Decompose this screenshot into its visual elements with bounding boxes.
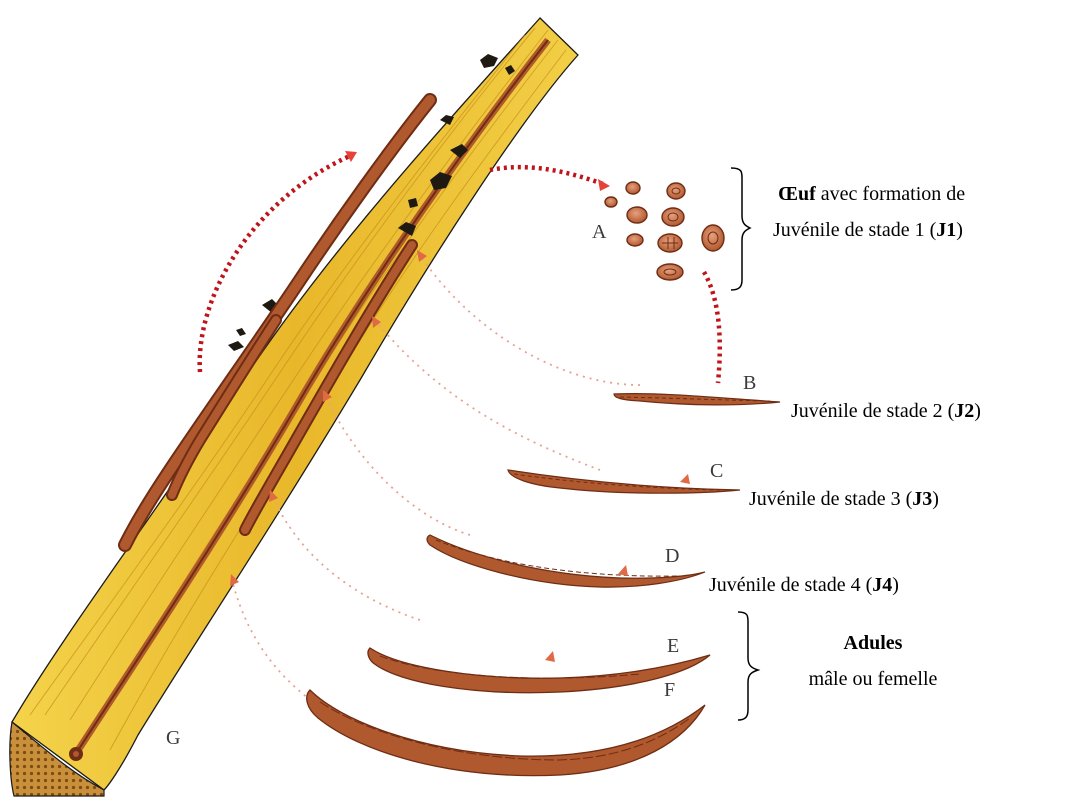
caption-j4: Juvénile de stade 4 (J4) [709,574,899,596]
stage-label-a: A [592,221,607,243]
caption-j3-pre: Juvénile de stade 3 ( [749,488,913,510]
caption-egg-line2: Juvénile de stade 1 (J1) [773,219,963,241]
stage-label-d: D [665,545,679,567]
caption-egg-line1: Œuf avec formation de [778,183,965,205]
stage-label-f: F [664,679,675,701]
adult-e [368,648,710,693]
egg [667,183,685,199]
arrowhead-j4 [618,565,628,576]
caption-j3-bold: J3 [912,488,932,510]
caption-j4-pre: Juvénile de stade 4 ( [709,574,873,596]
caption-j2-post: ) [974,400,981,422]
path-j2-into-root [420,255,640,385]
caption-egg-line2-pre: Juvénile de stade 1 ( [773,219,937,241]
stage-label-b: B [743,372,756,394]
egg [657,264,683,280]
egg [626,182,640,194]
cycle-arrow-root-to-egg [490,167,606,185]
caption-egg-line2-post: ) [956,219,963,241]
egg [627,207,647,223]
egg [702,225,724,251]
egg [662,208,684,226]
arrowhead-cycle-egg [598,179,610,191]
caption-j4-post: ) [892,574,899,596]
arrowhead-j3 [680,474,690,484]
egg-cluster [605,182,724,280]
brace-adults [738,612,758,720]
brace-egg [731,168,750,290]
caption-j2-bold: J2 [954,400,974,422]
caption-adults-subtitle: mâle ou femelle [809,668,938,690]
caption-adults-title: Adules [844,632,903,654]
path-adult-f-into-root [232,580,340,720]
caption-egg-line2-bold: J1 [936,219,956,241]
stage-label-g: G [166,727,180,749]
path-j4-into-root [325,395,470,535]
caption-egg-bold: Œuf [778,183,816,205]
caption-j3-post: ) [932,488,939,510]
path-j3-into-root [375,320,600,470]
stage-label-e: E [667,635,679,657]
egg [627,234,643,246]
caption-j4-bold: J4 [872,574,892,596]
juvenile-j4 [427,535,705,587]
arrowhead-adult-e [545,651,555,662]
caption-j3: Juvénile de stade 3 (J3) [749,488,939,510]
caption-egg-rest: avec formation de [816,183,965,205]
juvenile-j2 [614,394,780,405]
caption-j2-pre: Juvénile de stade 2 ( [791,400,955,422]
adult-f [307,690,705,776]
juvenile-j3 [508,470,740,493]
caption-j2: Juvénile de stade 2 (J2) [791,400,981,422]
path-adult-e-into-root [272,495,420,620]
egg [605,197,617,207]
cycle-arrow-egg-to-j2 [704,272,720,383]
stage-label-c: C [710,460,723,482]
